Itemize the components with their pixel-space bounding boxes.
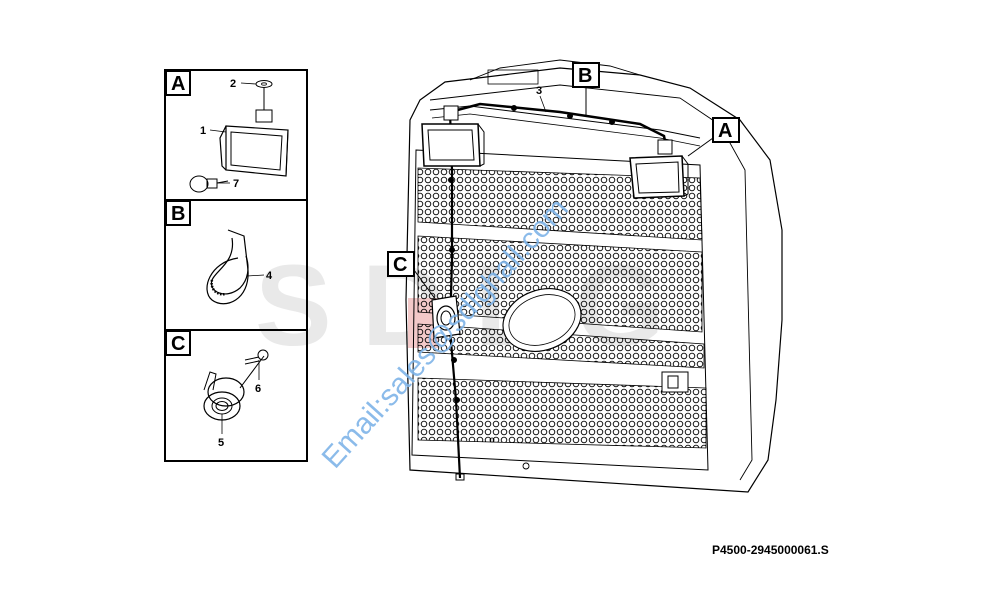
main-letter-b: B (578, 65, 592, 87)
callout-3: 3 (536, 85, 542, 97)
panel-letter-box (165, 200, 191, 226)
label-box-b (572, 62, 600, 88)
main-reference-labels (387, 62, 740, 301)
mesh-band (417, 377, 707, 449)
socket-assembly (431, 295, 461, 339)
detail-panel-b (165, 200, 265, 305)
harness-top-run (449, 102, 668, 147)
label-box-c (387, 251, 415, 277)
mesh-band (417, 323, 705, 369)
mesh-band (417, 235, 703, 333)
detail-panels (164, 69, 308, 462)
main-label-text: B A C 3 (393, 65, 732, 276)
callout-6: 6 (255, 383, 261, 395)
panel-letter-box (165, 70, 191, 96)
work-lamp-left (421, 105, 485, 167)
detail-frame (164, 69, 308, 462)
grille-assembly (405, 59, 783, 493)
panel-letter-a: A (171, 73, 185, 95)
work-lamp-part (219, 109, 289, 177)
grille-frame (411, 149, 709, 471)
callout-1: 1 (200, 125, 206, 137)
bulb-part (189, 175, 229, 193)
callout-2: 2 (230, 78, 236, 90)
panel-letter-b: B (171, 203, 185, 225)
switch-plate (661, 371, 689, 393)
drawing-number: P4500-2945000061.S (712, 543, 829, 557)
detail-panel-c (165, 330, 269, 434)
main-letter-a: A (718, 120, 732, 142)
main-letter-c: C (393, 254, 407, 276)
label-box-a (712, 117, 740, 143)
work-lamp-right (629, 139, 689, 199)
callout-7: 7 (233, 178, 239, 190)
washer-part (255, 80, 273, 88)
callout-5: 5 (218, 437, 224, 449)
callout-4: 4 (266, 270, 273, 282)
panel-letter-box (165, 330, 191, 356)
screw-part (244, 349, 269, 365)
detail-labels: A B C 2 1 7 4 6 5 (171, 73, 273, 449)
detail-panel-a (165, 70, 289, 193)
mesh-band (417, 167, 703, 241)
panel-letter-c: C (171, 333, 185, 355)
cable-tie-part (206, 229, 249, 305)
